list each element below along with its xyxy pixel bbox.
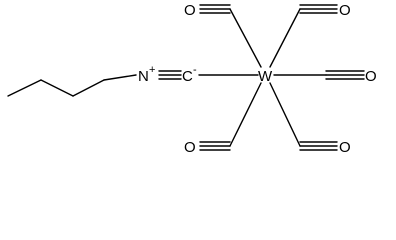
- nitrogen-charge: +: [149, 64, 155, 76]
- oxygen-atom-bottom-left: O: [184, 139, 196, 156]
- carbonyl-top-left: O: [184, 2, 231, 19]
- bond-chain-2: [40, 79, 74, 97]
- nitrogen-atom: N: [138, 68, 149, 85]
- bond-chain-4: [103, 74, 137, 81]
- carbonyl-top-right: O: [299, 2, 351, 19]
- bond-w-co-bottom-left: [229, 82, 262, 147]
- carbonyl-right: O: [325, 68, 377, 85]
- tungsten-atom: W: [258, 68, 273, 85]
- oxygen-atom-bottom-right: O: [339, 139, 351, 156]
- structure-diagram: N + C - W O O O O: [7, 2, 377, 156]
- carbon-atom: C: [182, 68, 193, 85]
- bond-w-co-top-left: [229, 8, 262, 68]
- oxygen-atom-right: O: [365, 68, 377, 85]
- isocyanide-group: N + C -: [138, 64, 259, 85]
- carbon-charge: -: [193, 64, 197, 76]
- carbonyl-bottom-right: O: [299, 139, 351, 156]
- oxygen-atom-top-left: O: [184, 2, 196, 19]
- bond-chain-1: [7, 79, 42, 97]
- carbonyl-bottom-left: O: [184, 139, 231, 156]
- bond-w-co-top-right: [269, 8, 301, 68]
- oxygen-atom-top-right: O: [339, 2, 351, 19]
- bond-chain-3: [72, 79, 105, 97]
- butyl-chain: [7, 74, 137, 97]
- bond-w-co-bottom-right: [269, 82, 301, 147]
- metal-carbonyl-bonds: [229, 8, 327, 147]
